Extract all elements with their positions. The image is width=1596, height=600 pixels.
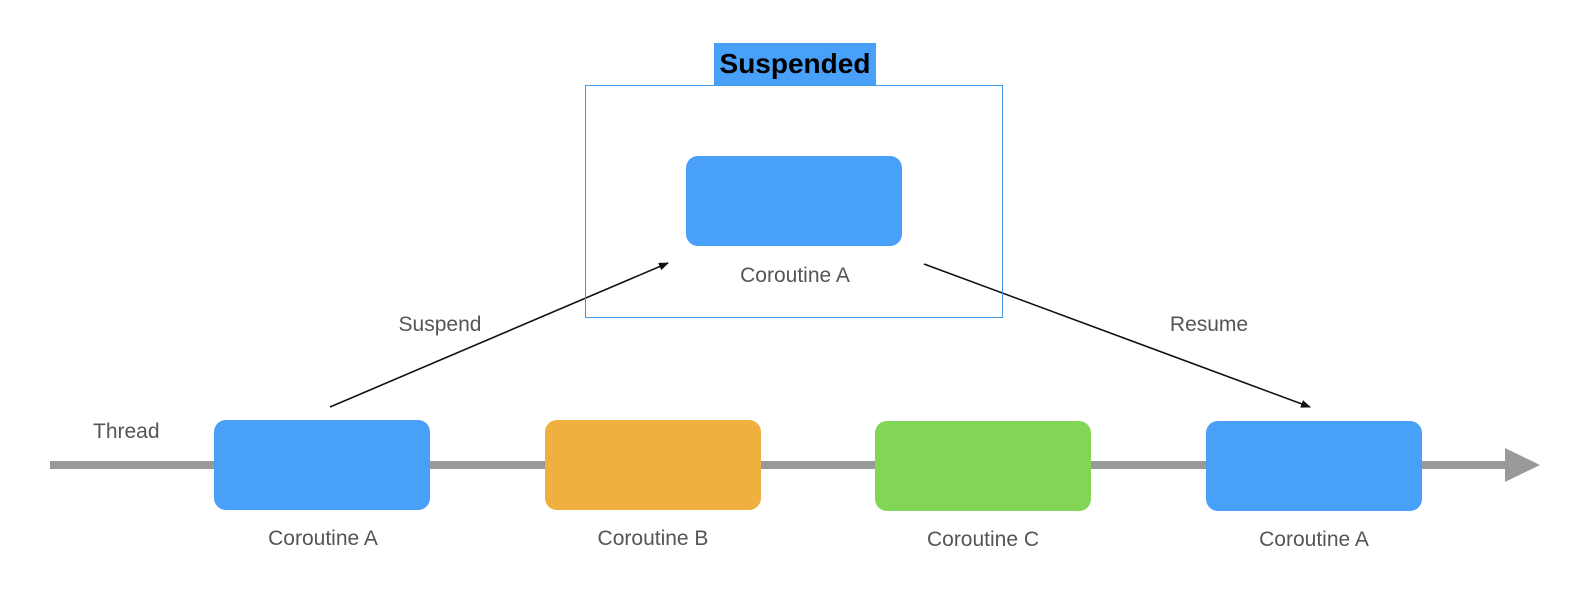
timeline-block-coroutine-c (875, 421, 1091, 511)
suspended-title: Suspended (714, 43, 876, 85)
suspended-coroutine-a-label: Coroutine A (740, 264, 850, 287)
timeline-block-coroutine-a-2 (1206, 421, 1422, 511)
timeline-block-coroutine-a-1 (214, 420, 430, 510)
suspend-label: Suspend (398, 313, 482, 336)
thread-label: Thread (93, 420, 160, 443)
suspended-coroutine-a-block (686, 156, 902, 246)
timeline-label-coroutine-b: Coroutine B (597, 527, 709, 550)
suspend-arrow (329, 262, 669, 408)
timeline-label-coroutine-a-1: Coroutine A (268, 527, 378, 550)
timeline-block-coroutine-b (545, 420, 761, 510)
timeline-label-coroutine-a-2: Coroutine A (1259, 528, 1369, 551)
timeline-label-coroutine-c: Coroutine C (926, 528, 1040, 551)
suspended-frame (585, 85, 1003, 318)
thread-arrowhead (1505, 448, 1540, 482)
resume-label: Resume (1169, 313, 1249, 336)
resume-arrow (923, 263, 1311, 408)
